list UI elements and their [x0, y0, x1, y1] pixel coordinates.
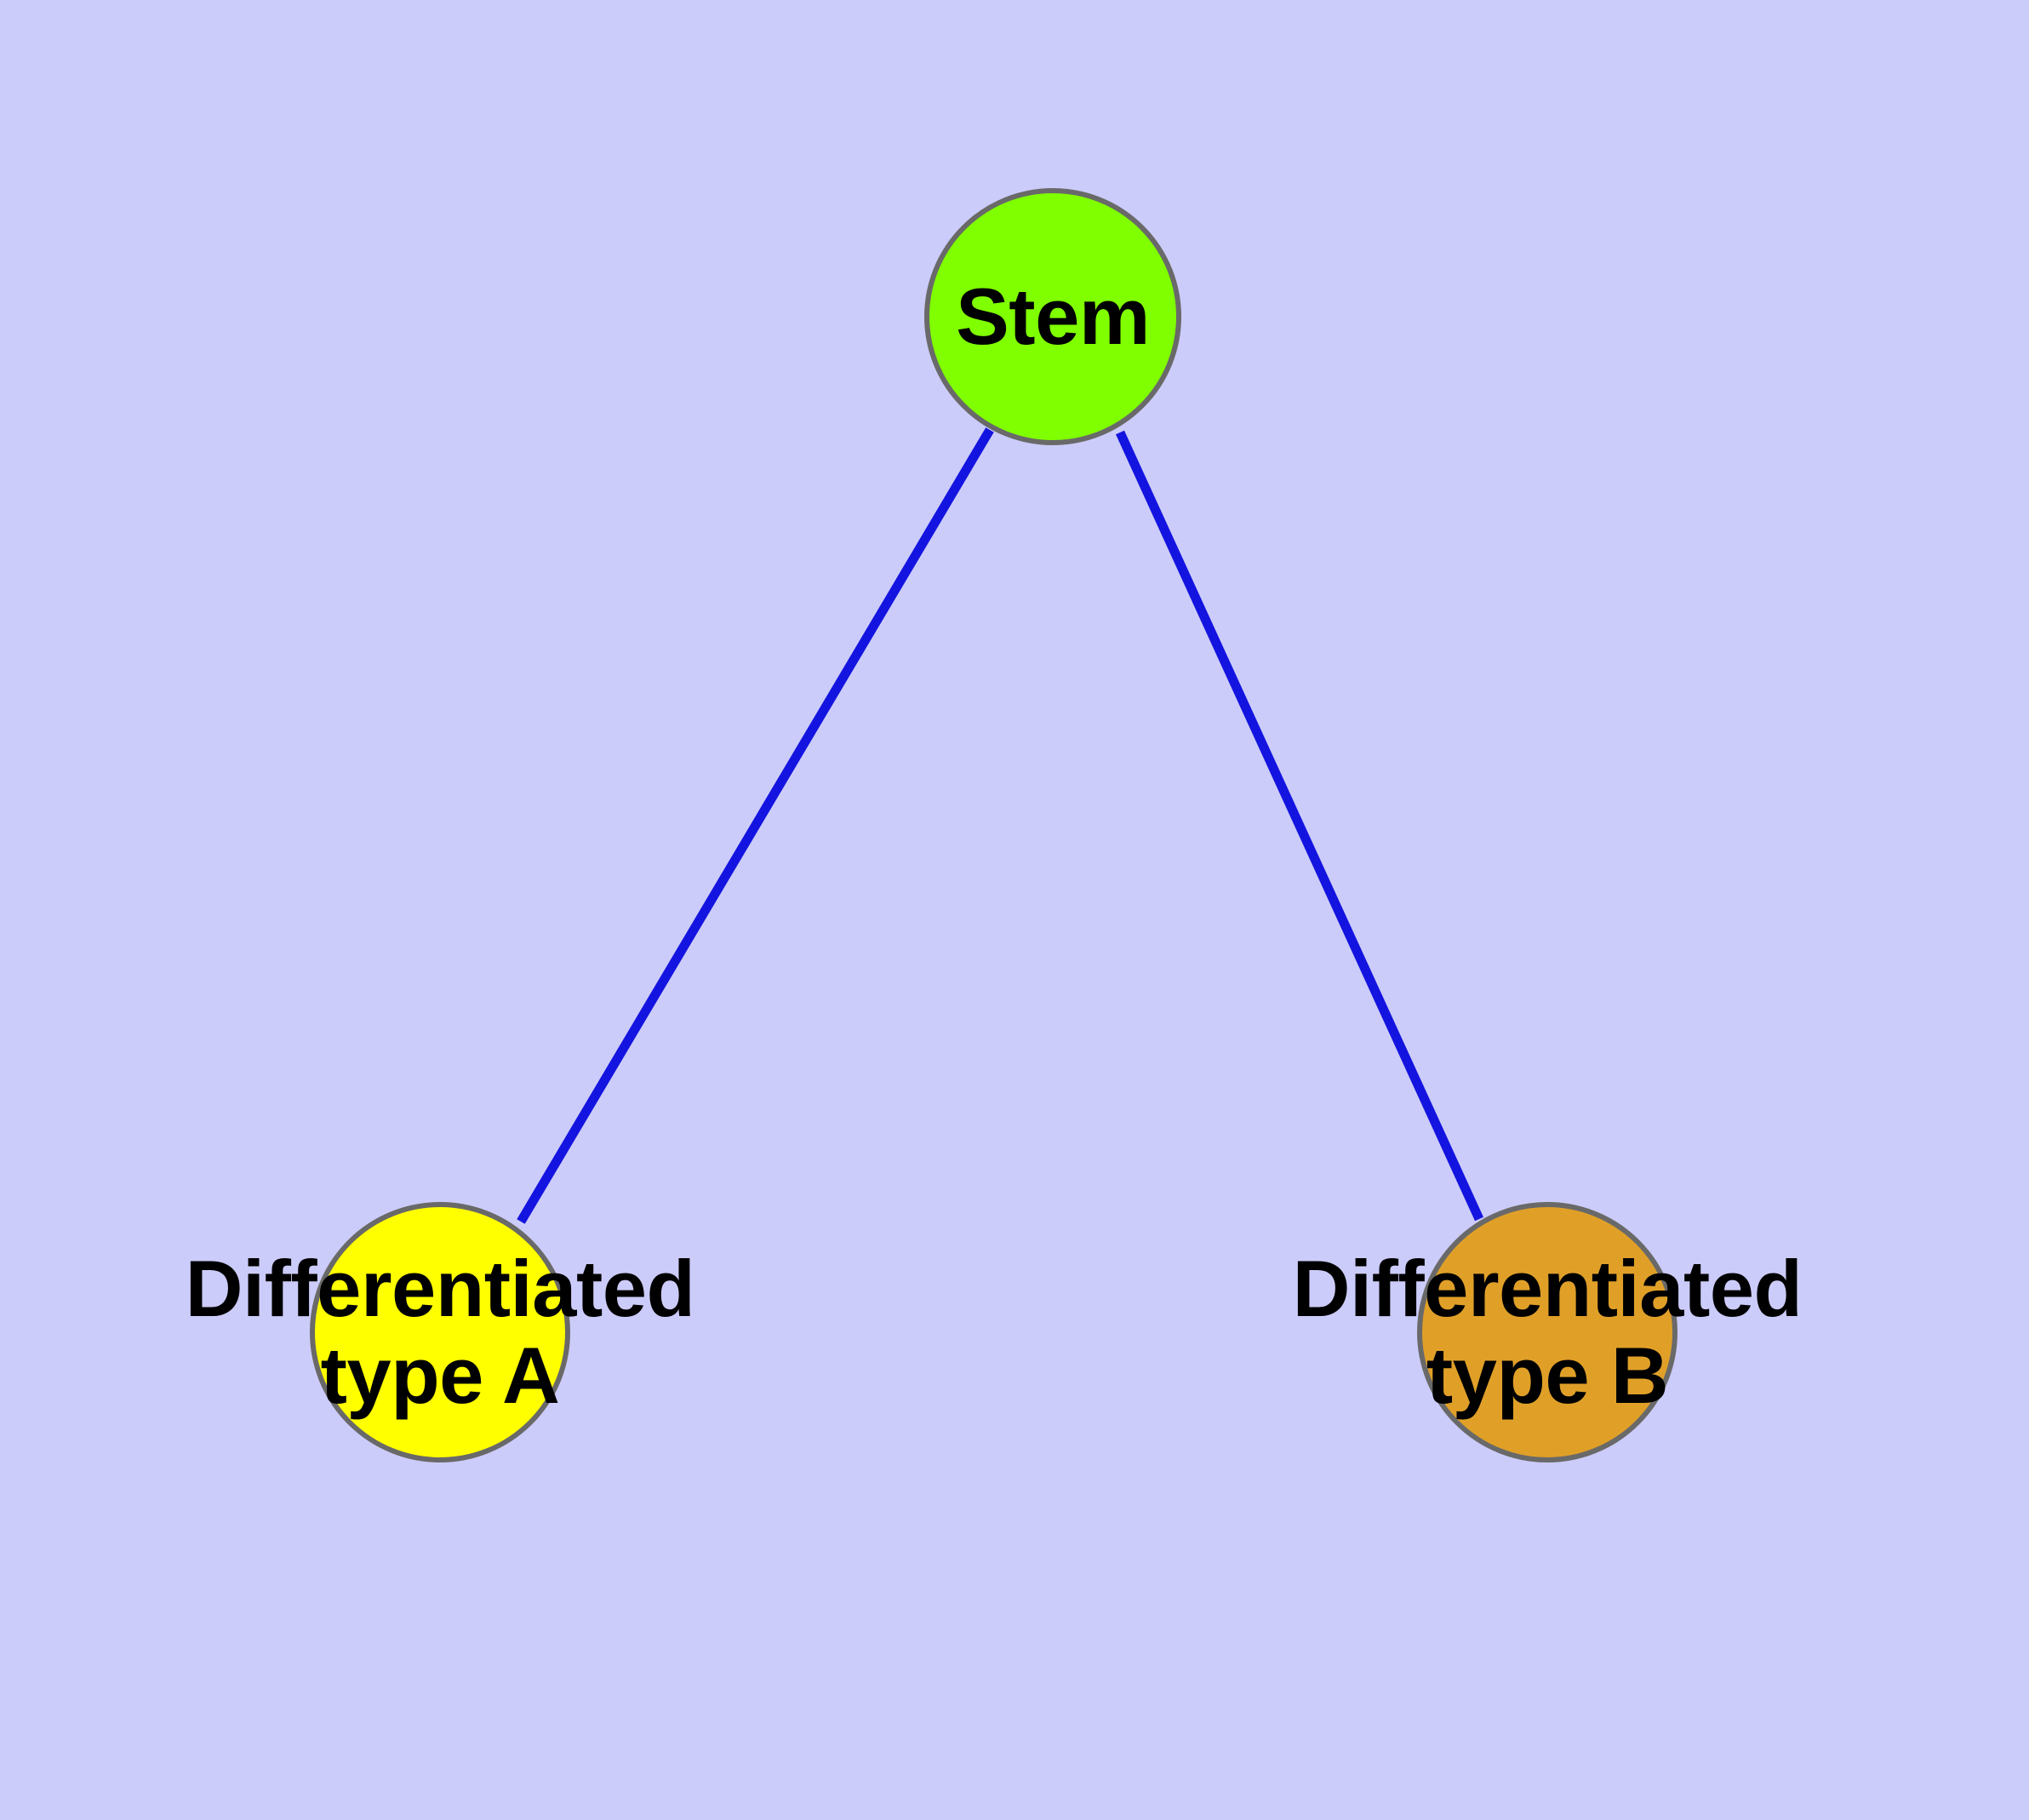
node-stem-label-line-1: Stem — [956, 272, 1150, 362]
node-stem[interactable]: Stem — [924, 188, 1181, 445]
node-stem-label: Stem — [956, 273, 1150, 360]
node-differentiated-type-a-disc — [310, 1202, 570, 1462]
node-differentiated-type-a-label-line-2: type A — [320, 1331, 560, 1420]
node-differentiated-type-a[interactable]: Differentiated type A — [186, 1202, 695, 1462]
node-differentiated-type-b-disc — [1417, 1202, 1677, 1462]
edge-stem-to-differentiated-type-b — [1115, 430, 1484, 1222]
node-differentiated-type-b-label: Differentiated type B — [1293, 1245, 1803, 1418]
node-stem-disc — [924, 188, 1181, 445]
node-differentiated-type-b[interactable]: Differentiated type B — [1293, 1202, 1803, 1462]
node-differentiated-type-a-label: Differentiated type A — [186, 1245, 695, 1418]
edge-stem-to-differentiated-type-a — [517, 427, 994, 1224]
node-differentiated-type-b-label-line-1: Differentiated — [1292, 1244, 1803, 1334]
node-differentiated-type-b-label-line-2: type B — [1426, 1331, 1669, 1420]
node-differentiated-type-a-label-line-1: Differentiated — [185, 1244, 695, 1334]
